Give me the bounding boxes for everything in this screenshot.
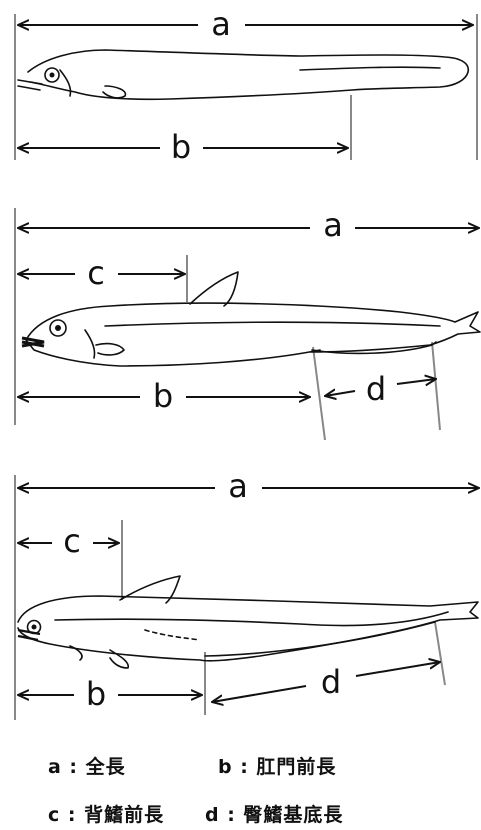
dimension-label-a: a <box>228 467 248 505</box>
reference-line-anal-fin-end <box>435 622 445 685</box>
reference-line-anus <box>313 347 325 440</box>
dimension-label-b: b <box>171 128 191 166</box>
fish-outline-3 <box>18 576 478 668</box>
dimension-arrow-d <box>325 391 355 396</box>
fish-pupil-1 <box>50 73 55 78</box>
dimension-label-c: c <box>63 522 81 560</box>
dimension-arrow-d <box>212 686 306 702</box>
dimension-label-d: d <box>366 370 386 408</box>
dimension-label-b: b <box>153 377 173 415</box>
fish-pupil-3 <box>32 625 37 630</box>
figure-2: a c b d <box>15 206 480 440</box>
legend-c-predorsal-length: c : 背鰭前長 <box>48 800 164 827</box>
legend-d-anal-fin-base-length: d : 臀鰭基底長 <box>205 800 343 827</box>
reference-line-anal-fin-end <box>432 342 440 430</box>
dimension-arrow-d <box>397 379 436 384</box>
legend-a-total-length: a : 全長 <box>48 752 126 779</box>
dimension-label-d: d <box>321 663 341 701</box>
fish-outline-1 <box>18 50 468 99</box>
dimension-label-a: a <box>211 5 231 43</box>
dimension-label-c: c <box>87 254 105 292</box>
fish-pupil-2 <box>55 325 61 331</box>
dimension-label-a: a <box>323 206 343 244</box>
dimension-arrow-d <box>356 662 440 676</box>
fish-mouth-2 <box>22 338 44 346</box>
figure-3: a c b d <box>15 467 479 720</box>
figure-1: a b <box>15 5 477 166</box>
dimension-label-b: b <box>86 675 106 713</box>
legend-b-preanal-length: b : 肛門前長 <box>218 752 336 779</box>
